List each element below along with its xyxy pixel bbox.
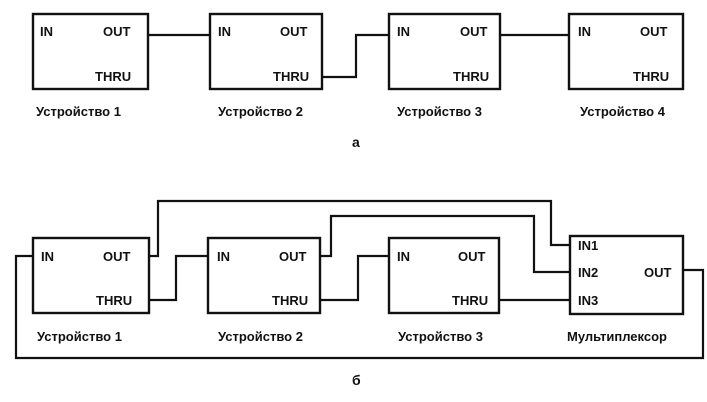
a-device-4-caption: Устройство 4 — [580, 104, 666, 119]
a-device-3-thru-label: THRU — [453, 69, 489, 84]
a-device-2-thru-label: THRU — [273, 69, 309, 84]
b-device-1-thru-label: THRU — [96, 293, 132, 308]
a-device-2-out-label: OUT — [280, 24, 308, 39]
diagram-a-label: а — [352, 134, 360, 150]
b-device-2-box — [206, 236, 322, 315]
wire-b-mux-out-to-dev1-in — [14, 254, 705, 360]
b-multiplexer: IN1 IN2 IN3 OUT Мультиплексор — [567, 234, 685, 344]
b-multiplexer-in1-label: IN1 — [578, 238, 598, 253]
a-device-3: IN OUT THRU Устройство 3 — [387, 12, 502, 119]
wire-b-dev1-thru-to-dev2-in — [149, 254, 208, 302]
a-device-3-box — [387, 12, 502, 91]
a-device-4-in-label: IN — [578, 24, 591, 39]
b-device-2-out-label: OUT — [279, 249, 307, 264]
wire-a-dev2-thru-to-dev3-in — [321, 33, 389, 79]
a-device-4-thru-label: THRU — [633, 69, 669, 84]
b-device-3-thru-label: THRU — [452, 293, 488, 308]
b-device-3-caption: Устройство 3 — [398, 329, 483, 344]
b-multiplexer-in2-label: IN2 — [578, 265, 598, 280]
a-device-4-out-label: OUT — [640, 24, 668, 39]
b-multiplexer-out-label: OUT — [644, 265, 672, 280]
wire-b-dev1-out-to-mux-in1 — [149, 199, 570, 258]
diagram-b: IN OUT THRU Устройство 1 IN OUT THRU Уст… — [14, 199, 705, 388]
a-device-3-out-label: OUT — [460, 24, 488, 39]
a-device-3-caption: Устройство 3 — [397, 104, 482, 119]
a-device-3-in-label: IN — [397, 24, 410, 39]
b-device-2-caption: Устройство 2 — [218, 329, 303, 344]
b-multiplexer-box — [568, 234, 685, 316]
a-device-4: IN OUT THRU Устройство 4 — [567, 12, 685, 119]
a-device-1-in-label: IN — [40, 24, 53, 39]
b-device-1-out-label: OUT — [103, 249, 131, 264]
b-multiplexer-in3-label: IN3 — [578, 293, 598, 308]
b-device-1-in-label: IN — [41, 249, 54, 264]
b-multiplexer-caption: Мультиплексор — [567, 329, 667, 344]
b-device-3-box — [387, 236, 501, 315]
b-device-1-box — [31, 236, 151, 315]
a-device-1: IN OUT THRU Устройство 1 — [31, 12, 150, 119]
a-device-2-caption: Устройство 2 — [218, 104, 303, 119]
b-device-2-thru-label: THRU — [272, 293, 308, 308]
a-device-2-in-label: IN — [218, 24, 231, 39]
a-device-1-caption: Устройство 1 — [36, 104, 121, 119]
a-device-1-out-label: OUT — [103, 24, 131, 39]
b-device-1-caption: Устройство 1 — [37, 329, 122, 344]
b-device-1: IN OUT THRU Устройство 1 — [31, 236, 151, 344]
b-device-3: IN OUT THRU Устройство 3 — [387, 236, 501, 344]
wire-b-dev2-out-to-mux-in2 — [320, 214, 570, 274]
a-device-2-box — [208, 12, 324, 91]
b-device-2-in-label: IN — [217, 249, 230, 264]
a-device-4-box — [567, 12, 685, 91]
a-device-1-thru-label: THRU — [95, 69, 131, 84]
b-device-3-out-label: OUT — [458, 249, 486, 264]
b-device-3-in-label: IN — [397, 249, 410, 264]
a-device-2: IN OUT THRU Устройство 2 — [208, 12, 324, 119]
diagram-b-label: б — [352, 372, 361, 388]
b-device-2: IN OUT THRU Устройство 2 — [206, 236, 322, 344]
a-device-1-box — [31, 12, 150, 91]
diagram-a: IN OUT THRU Устройство 1 IN OUT THRU Уст… — [31, 12, 685, 150]
wire-b-dev2-thru-to-dev3-in — [320, 254, 389, 302]
